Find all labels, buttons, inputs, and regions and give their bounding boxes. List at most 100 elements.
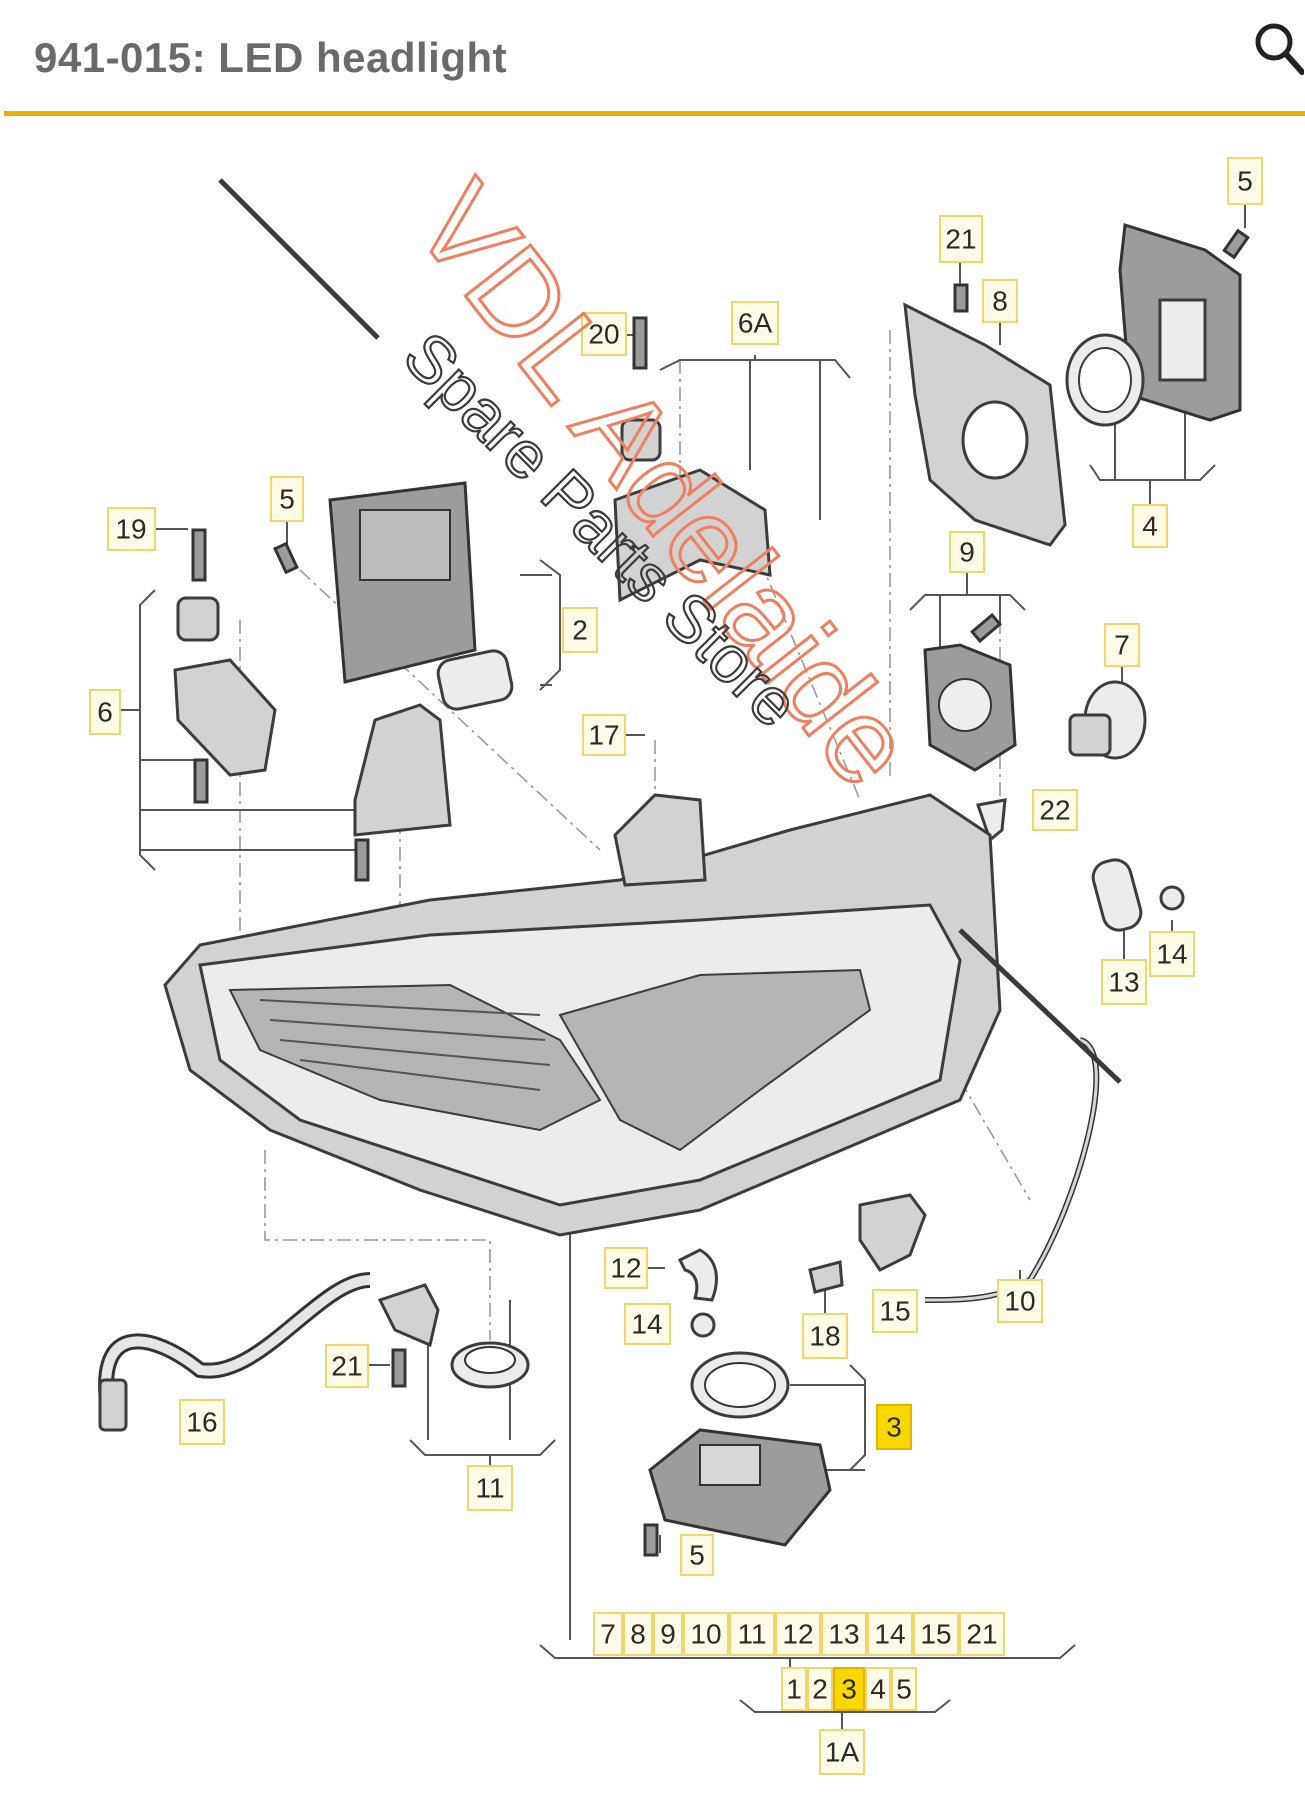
part-2-seal xyxy=(436,649,514,711)
screw-2-lower xyxy=(354,838,370,882)
callout[interactable]: 16 xyxy=(179,1399,225,1445)
parts-diagram: 5 21 8 20 6A 19 5 2 4 9 6 7 17 22 14 13 … xyxy=(89,157,1263,1775)
index-item[interactable]: 10 xyxy=(683,1612,729,1656)
svg-text:10: 10 xyxy=(1004,1286,1035,1317)
part-11-fitting xyxy=(377,1283,440,1348)
screw-20 xyxy=(632,316,648,370)
index-item[interactable]: 2 xyxy=(807,1667,833,1711)
svg-text:22: 22 xyxy=(1039,795,1070,826)
search-icon xyxy=(1255,23,1305,75)
callout[interactable]: 5 xyxy=(1227,157,1263,205)
part-16-connector xyxy=(98,1378,128,1432)
header-bar: 941-015: LED headlight xyxy=(0,0,1305,118)
index-item[interactable]: 8 xyxy=(623,1612,653,1656)
page-title: 941-015: LED headlight xyxy=(34,34,508,81)
callout[interactable]: 15 xyxy=(872,1289,918,1333)
index-item[interactable]: 7 xyxy=(593,1612,623,1656)
screw-19 xyxy=(191,528,207,582)
svg-text:1A: 1A xyxy=(825,1737,860,1768)
svg-text:5: 5 xyxy=(689,1540,705,1571)
part-14-ball-upper xyxy=(1159,885,1185,911)
mounting-tab xyxy=(353,703,452,837)
index-row-primary: 7 8 9 10 11 12 13 14 15 21 xyxy=(593,1612,1005,1656)
callout[interactable]: 14 xyxy=(624,1303,671,1345)
callout[interactable]: 13 xyxy=(1101,959,1147,1005)
svg-text:7: 7 xyxy=(600,1619,616,1650)
index-item[interactable]: 21 xyxy=(959,1612,1005,1656)
index-item[interactable]: 15 xyxy=(913,1612,959,1656)
index-item[interactable]: 13 xyxy=(821,1612,867,1656)
svg-text:11: 11 xyxy=(737,1619,766,1650)
svg-text:2: 2 xyxy=(572,615,588,646)
callout[interactable]: 7 xyxy=(1104,623,1140,667)
svg-text:9: 9 xyxy=(959,537,975,568)
callout[interactable]: 10 xyxy=(997,1279,1043,1323)
index-item[interactable]: 11 xyxy=(729,1612,775,1656)
part-6a-bracket xyxy=(613,468,772,603)
callout[interactable]: 6A xyxy=(731,301,779,345)
callout[interactable]: 14 xyxy=(1149,931,1195,977)
callout[interactable]: 20 xyxy=(581,312,627,356)
callout[interactable]: 19 xyxy=(107,507,156,551)
part-15-clip xyxy=(858,1193,927,1272)
callout[interactable]: 5 xyxy=(680,1534,714,1576)
callout[interactable]: 12 xyxy=(604,1247,648,1289)
index-item[interactable]: 4 xyxy=(865,1667,891,1711)
callout[interactable]: 2 xyxy=(562,607,598,653)
svg-text:16: 16 xyxy=(186,1407,217,1438)
svg-text:2: 2 xyxy=(812,1674,828,1705)
index-item[interactable]: 14 xyxy=(867,1612,913,1656)
callout[interactable]: 21 xyxy=(325,1344,369,1388)
part-6a-bushing xyxy=(620,418,662,462)
svg-text:10: 10 xyxy=(690,1619,721,1650)
callout[interactable]: 11 xyxy=(467,1465,513,1511)
index-item-highlighted[interactable]: 3 xyxy=(833,1667,865,1711)
callout[interactable]: 6 xyxy=(89,689,121,735)
svg-text:20: 20 xyxy=(588,319,619,350)
callout[interactable]: 4 xyxy=(1132,504,1168,548)
svg-text:21: 21 xyxy=(331,1351,362,1382)
svg-text:5: 5 xyxy=(896,1674,912,1705)
callout-labels: 5 21 8 20 6A 19 5 2 4 9 6 7 17 22 14 13 … xyxy=(89,157,1263,1576)
part-14-ball-lower xyxy=(690,1312,716,1338)
svg-text:6: 6 xyxy=(97,697,113,728)
index-group-label[interactable]: 1A xyxy=(819,1729,865,1775)
index-item[interactable]: 1 xyxy=(781,1667,807,1711)
svg-text:21: 21 xyxy=(945,224,976,255)
index-item[interactable]: 9 xyxy=(653,1612,683,1656)
callout[interactable]: 5 xyxy=(270,476,304,522)
callout[interactable]: 22 xyxy=(1032,789,1078,831)
part-3-module xyxy=(648,1428,832,1547)
svg-text:8: 8 xyxy=(992,286,1008,317)
part-4-socket xyxy=(1158,298,1207,382)
svg-text:14: 14 xyxy=(631,1309,662,1340)
svg-text:1: 1 xyxy=(786,1674,802,1705)
callout-highlighted[interactable]: 3 xyxy=(876,1404,912,1450)
part-6-bushing xyxy=(176,596,220,642)
callout[interactable]: 8 xyxy=(982,279,1018,323)
index-row-secondary: 1 2 3 4 5 1A xyxy=(781,1667,917,1775)
svg-text:6A: 6A xyxy=(738,308,773,339)
screw-9 xyxy=(970,612,1002,644)
svg-text:21: 21 xyxy=(966,1619,997,1650)
svg-text:4: 4 xyxy=(1142,511,1158,542)
headlight-housing xyxy=(163,793,1002,1237)
svg-text:13: 13 xyxy=(1108,967,1139,998)
callout[interactable]: 17 xyxy=(582,714,626,756)
svg-text:9: 9 xyxy=(660,1619,676,1650)
part-18 xyxy=(808,1260,844,1294)
svg-text:3: 3 xyxy=(841,1674,857,1705)
part-6-bracket xyxy=(173,658,277,777)
housing-mount xyxy=(613,793,707,887)
search-button[interactable] xyxy=(1252,18,1305,78)
callout[interactable]: 21 xyxy=(939,215,983,263)
index-item[interactable]: 5 xyxy=(891,1667,917,1711)
svg-text:15: 15 xyxy=(879,1296,910,1327)
screw-21-lower xyxy=(391,1348,407,1388)
index-item[interactable]: 12 xyxy=(775,1612,821,1656)
svg-text:5: 5 xyxy=(279,484,295,515)
callout[interactable]: 9 xyxy=(949,531,985,573)
screw-5-left xyxy=(273,541,299,575)
svg-text:12: 12 xyxy=(610,1253,641,1284)
callout[interactable]: 18 xyxy=(802,1313,848,1359)
